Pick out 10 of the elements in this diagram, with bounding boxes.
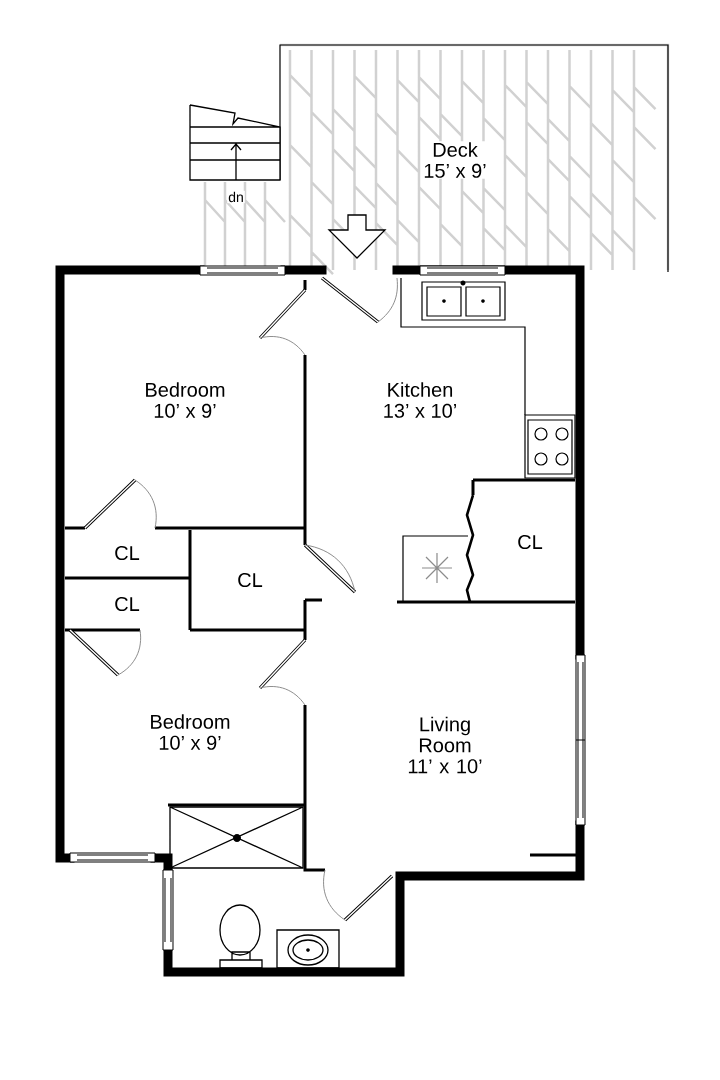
room-label: Bedroom 10’ x 9’ bbox=[146, 382, 225, 418]
room-label: Deck 15’ x 9’ bbox=[422, 141, 488, 179]
room-label: Kitchen 13’ x 10’ bbox=[384, 382, 456, 418]
stair-label: dn bbox=[227, 190, 245, 204]
room-label: CL bbox=[115, 596, 140, 612]
room-label: CL bbox=[238, 572, 263, 588]
room-label: Living Room 11’ x 10’ bbox=[408, 716, 482, 774]
room-label: Bedroom 10’ x 9’ bbox=[151, 714, 230, 750]
room-label: CL bbox=[518, 534, 543, 550]
room-label: CL bbox=[115, 545, 140, 561]
